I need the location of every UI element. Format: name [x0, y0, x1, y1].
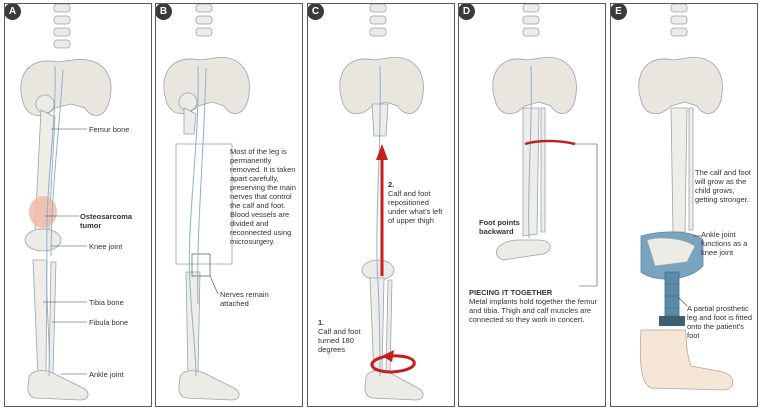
panel-badge: D	[458, 3, 475, 20]
panel-badge: C	[307, 3, 324, 20]
ankle-knee-note: Ankle joint functions as a knee joint	[701, 230, 755, 257]
tibia-label: Tibia bone	[89, 298, 124, 307]
step1-number: 1.	[318, 318, 324, 327]
foot-backward-label: Foot points backward	[479, 218, 529, 236]
removal-description: Most of the leg is permanently removed. …	[230, 147, 302, 246]
panel-badge: A	[4, 3, 21, 20]
panel-a: A	[4, 3, 152, 407]
femur-label: Femur bone	[89, 125, 129, 134]
piecing-heading: PIECING IT TOGETHER	[469, 288, 552, 297]
leg-connected-illustration	[459, 4, 606, 407]
nerves-label: Nerves remain attached	[220, 290, 290, 308]
leg-anatomy-illustration	[5, 4, 152, 407]
panel-d: D Foot points backward PIECING IT	[458, 3, 606, 407]
panel-e: E The calf	[610, 3, 758, 407]
prosthetic-note: A partial prosthetic leg and foot is fit…	[687, 304, 755, 340]
tumor-label-line1: Osteosarcoma	[80, 212, 132, 221]
piecing-text: Metal implants hold together the femur a…	[469, 297, 601, 324]
prosthetic-pylon	[665, 272, 679, 316]
panel-b: B Most of the leg is permanentl	[155, 3, 303, 407]
step2-text: Calf and foot repositioned under what's …	[388, 189, 450, 225]
panel-badge: E	[610, 3, 627, 20]
step2-number: 2.	[388, 180, 394, 189]
fibula-label: Fibula bone	[89, 318, 128, 327]
step1-text: Calf and foot turned 180 degrees	[318, 327, 364, 354]
ankle-label: Ankle joint	[89, 370, 124, 379]
tumor-label-line2: tumor	[80, 221, 101, 230]
knee-label: Knee joint	[89, 242, 122, 251]
panel-c: C 2. Calf and foot repositioned unde	[307, 3, 455, 407]
grow-note: The calf and foot will grow as the child…	[695, 168, 755, 204]
prosthetic-illustration	[611, 4, 758, 407]
panel-badge: B	[155, 3, 172, 20]
